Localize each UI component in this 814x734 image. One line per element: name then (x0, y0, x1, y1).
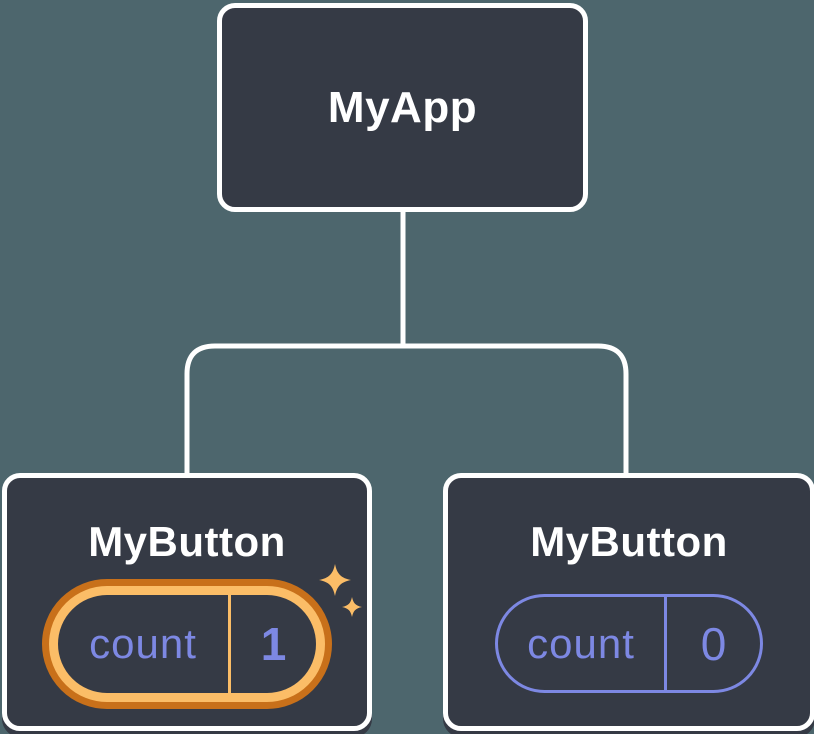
state-badge-body: count 1 (58, 595, 316, 693)
state-badge: count 0 (495, 594, 763, 693)
sparkle-star-small (342, 597, 362, 617)
state-value: 0 (700, 617, 727, 670)
state-name-segment: count (58, 595, 228, 693)
sparkles-icon (319, 564, 362, 617)
component-node-myapp: MyApp (217, 3, 588, 212)
connector-branches (184, 343, 629, 475)
component-label: MyApp (327, 82, 478, 132)
state-badge-highlighted: count 1 (42, 579, 332, 709)
state-name: count (527, 619, 635, 667)
sparkle-star-large (319, 564, 351, 596)
state-badge-divider (228, 595, 231, 693)
state-value: 1 (260, 618, 287, 670)
state-value-segment: 0 (667, 597, 760, 690)
state-badge-divider (664, 597, 667, 690)
state-value-segment: 1 (231, 595, 316, 693)
state-name: count (89, 620, 197, 667)
state-name-segment: count (498, 597, 664, 690)
component-label: MyButton (88, 518, 286, 565)
component-node-mybutton-active: MyButton count 1 (2, 473, 372, 731)
component-label: MyButton (530, 518, 728, 565)
component-node-mybutton: MyButton count 0 (443, 473, 814, 731)
